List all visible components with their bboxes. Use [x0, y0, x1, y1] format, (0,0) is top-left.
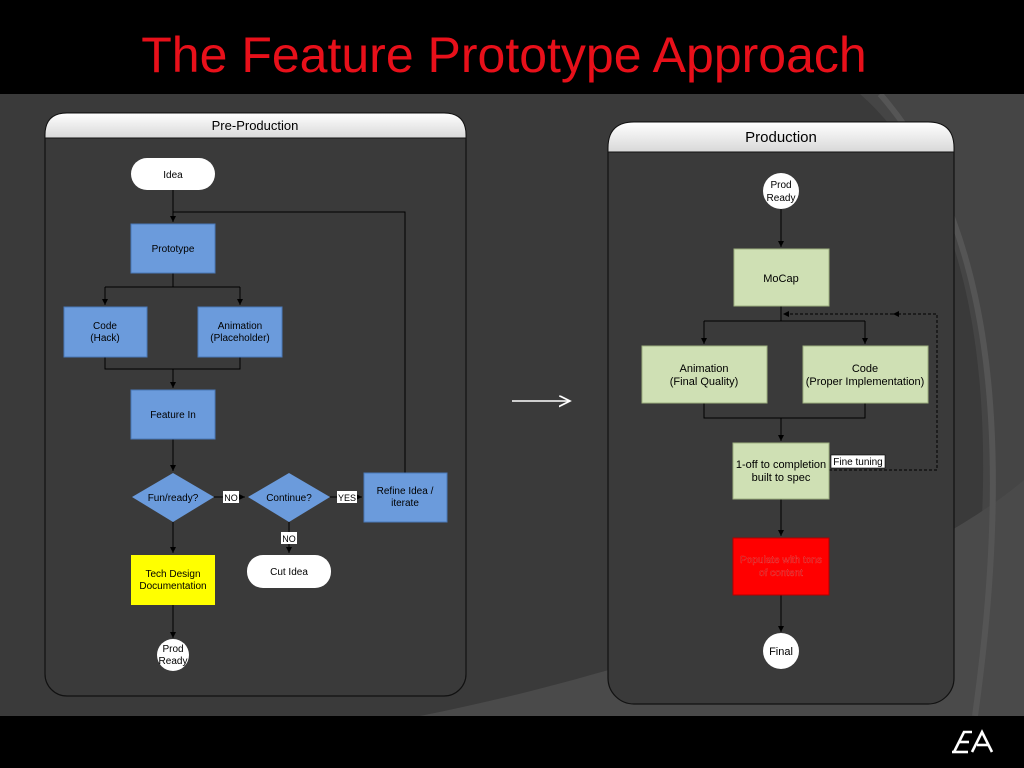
- prototype-box: Prototype: [130, 223, 216, 274]
- fun-ready-label: Fun/ready?: [148, 493, 199, 504]
- svg-text:(Proper Implementation): (Proper Implementation): [806, 376, 925, 388]
- continue-label: Continue?: [266, 493, 312, 504]
- pre-production-header: Pre-Production: [212, 118, 299, 133]
- code-proper-box: Code (Proper Implementation): [802, 345, 929, 404]
- animation-placeholder-line1: Animation: [218, 321, 262, 332]
- mocap-label: MoCap: [763, 273, 798, 285]
- feature-in-label: Feature In: [150, 410, 196, 421]
- svg-text:Code: Code: [852, 363, 878, 375]
- cut-idea-terminal: Cut Idea: [247, 555, 331, 588]
- no-label-2: NO: [281, 532, 297, 544]
- svg-text:built to spec: built to spec: [752, 472, 811, 484]
- svg-text:NO: NO: [282, 534, 296, 544]
- continue-decision: Continue?: [248, 473, 330, 522]
- prototype-label: Prototype: [152, 244, 195, 255]
- svg-text:Prod: Prod: [770, 180, 791, 191]
- fun-ready-decision: Fun/ready?: [132, 473, 214, 522]
- animation-placeholder-line2: (Placeholder): [210, 333, 269, 344]
- svg-text:(Final Quality): (Final Quality): [670, 376, 738, 388]
- animation-final-box: Animation (Final Quality): [641, 345, 768, 404]
- refine-idea-line2: iterate: [391, 498, 419, 509]
- footer-bar: [0, 716, 1024, 768]
- code-hack-line1: Code: [93, 321, 117, 332]
- idea-label: Idea: [163, 170, 183, 181]
- svg-text:Populate with tons: Populate with tons: [740, 555, 822, 566]
- code-hack-line2: (Hack): [90, 333, 119, 344]
- fine-tuning-loop: [783, 311, 938, 471]
- svg-text:of content: of content: [759, 568, 803, 579]
- svg-text:Final: Final: [769, 646, 793, 658]
- tech-design-box: Tech Design Documentation: [131, 555, 215, 605]
- feature-in-box: Feature In: [130, 389, 216, 440]
- svg-text:Ready: Ready: [159, 656, 188, 667]
- refine-idea-line1: Refine Idea /: [377, 486, 434, 497]
- final-terminal: Final: [763, 633, 799, 669]
- idea-terminal: Idea: [131, 158, 215, 190]
- svg-text:Prod: Prod: [162, 644, 183, 655]
- prod-ready-terminal-pre: Prod Ready: [157, 639, 189, 671]
- cut-idea-label: Cut Idea: [270, 567, 308, 578]
- prod-ready-terminal-production: Prod Ready: [763, 173, 799, 209]
- production-connectors: [701, 208, 868, 632]
- svg-text:Animation: Animation: [680, 363, 729, 375]
- refine-idea-box: Refine Idea / iterate: [363, 472, 448, 523]
- svg-text:Fine tuning: Fine tuning: [833, 457, 882, 468]
- no-label-1: NO: [223, 491, 239, 503]
- yes-label: YES: [337, 491, 357, 503]
- svg-text:YES: YES: [338, 493, 356, 503]
- title-bar: [0, 0, 1024, 94]
- one-off-box: 1-off to completion built to spec: [732, 442, 830, 500]
- svg-text:Ready: Ready: [767, 193, 796, 204]
- animation-placeholder-box: Animation (Placeholder): [197, 306, 283, 358]
- production-header: Production: [745, 129, 817, 146]
- mocap-box: MoCap: [733, 248, 830, 307]
- fine-tuning-label: Fine tuning: [830, 454, 886, 469]
- slide-title: The Feature Prototype Approach: [141, 27, 867, 83]
- code-hack-box: Code (Hack): [63, 306, 148, 358]
- populate-content-box: Populate with tons of content: [732, 537, 830, 596]
- ea-logo: [952, 729, 994, 754]
- production-panel: Production: [607, 121, 955, 705]
- svg-text:NO: NO: [224, 493, 238, 503]
- pre-production-panel: Pre-Production: [44, 112, 467, 697]
- tech-design-line1: Tech Design: [145, 569, 200, 580]
- svg-text:1-off to completion: 1-off to completion: [736, 459, 826, 471]
- tech-design-line2: Documentation: [139, 581, 206, 592]
